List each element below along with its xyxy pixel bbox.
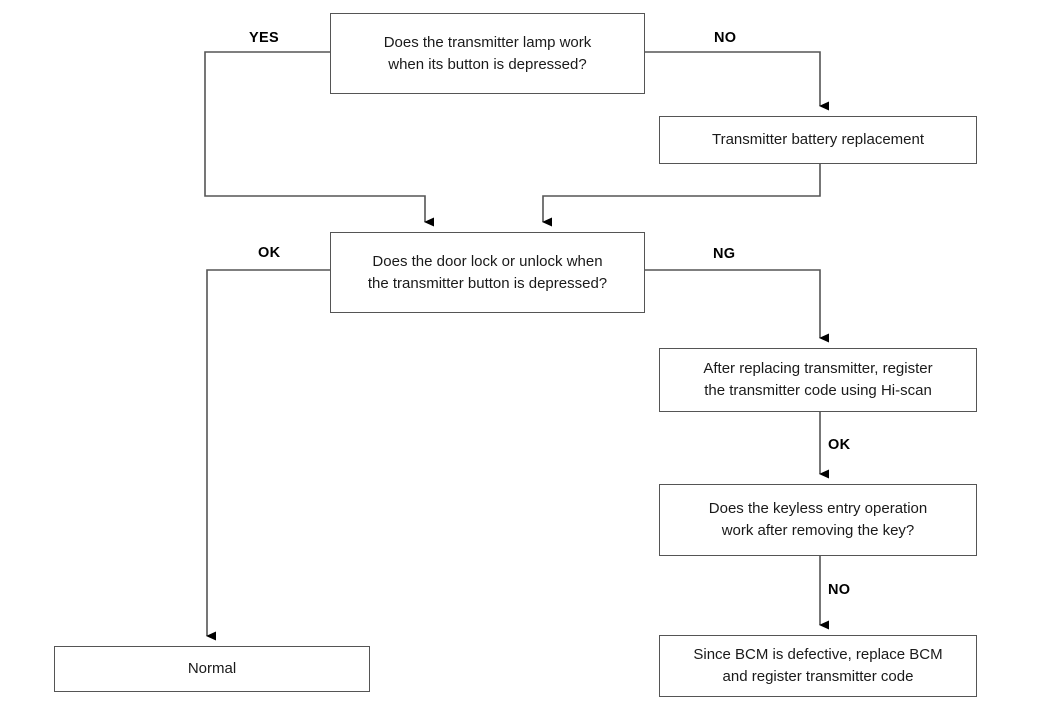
- node-normal-label: Normal: [187, 660, 237, 678]
- edge-no-lamp-to-battery: [645, 51, 829, 111]
- edge-label-ok-register: OK: [828, 437, 851, 453]
- node-transmitter-battery-replacement-label: Transmitter battery replacement: [711, 131, 925, 149]
- node-transmitter-battery-replacement[interactable]: Transmitter battery replacement: [659, 116, 977, 164]
- edge-label-ng-door: NG: [713, 246, 736, 262]
- node-normal[interactable]: Normal: [54, 646, 370, 692]
- edge-label-ok-door: OK: [258, 245, 281, 261]
- edge-label-yes-lamp: YES: [249, 30, 279, 46]
- node-question-keyless-entry-label: Does the keyless entry operation work af…: [708, 500, 928, 539]
- edge-yes-lamp-to-door: [204, 51, 434, 227]
- edge-ok-door-to-normal: [206, 269, 330, 641]
- node-question-transmitter-lamp-label: Does the transmitter lamp work when its …: [383, 33, 592, 73]
- edge-label-no-keyless: NO: [828, 582, 851, 598]
- edge-battery-to-door: [542, 164, 821, 227]
- node-replace-bcm[interactable]: Since BCM is defective, replace BCM and …: [659, 635, 977, 697]
- node-question-keyless-entry[interactable]: Does the keyless entry operation work af…: [659, 484, 977, 556]
- edge-label-no-lamp: NO: [714, 30, 737, 46]
- node-question-door-lock-label: Does the door lock or unlock when the tr…: [367, 252, 608, 292]
- node-replace-bcm-label: Since BCM is defective, replace BCM and …: [693, 646, 943, 685]
- node-question-transmitter-lamp[interactable]: Does the transmitter lamp work when its …: [330, 13, 645, 94]
- node-register-transmitter-code[interactable]: After replacing transmitter, register th…: [659, 348, 977, 412]
- node-register-transmitter-code-label: After replacing transmitter, register th…: [703, 360, 933, 399]
- node-question-door-lock[interactable]: Does the door lock or unlock when the tr…: [330, 232, 645, 313]
- edge-ng-door-to-register: [645, 269, 829, 343]
